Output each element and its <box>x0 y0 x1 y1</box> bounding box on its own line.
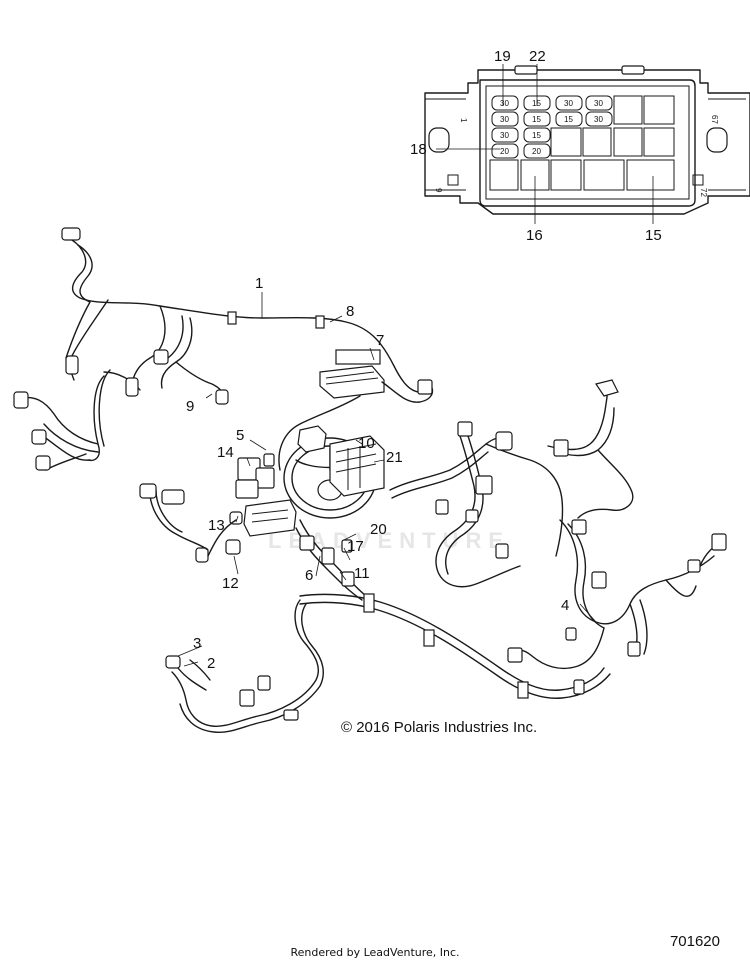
callout-numbers: 1 2 3 4 5 6 7 8 9 10 11 12 13 14 15 16 1… <box>186 48 662 672</box>
callout-22: 22 <box>529 48 546 65</box>
callout-8: 8 <box>346 303 354 320</box>
callout-20: 20 <box>370 521 387 538</box>
callout-6: 6 <box>305 567 313 584</box>
callout-7: 7 <box>376 332 384 349</box>
callout-9: 9 <box>186 398 194 415</box>
callout-18: 18 <box>410 141 427 158</box>
callout-11: 11 <box>354 565 370 582</box>
relay-slots <box>489 95 675 191</box>
fuse-row-3: 30 15 <box>491 127 551 143</box>
diagram-number: 701620 <box>669 933 720 950</box>
callout-1: 1 <box>255 275 263 292</box>
fuse-row-1: 30 15 30 30 <box>491 95 613 111</box>
callout-17: 17 <box>347 538 364 555</box>
fuse-rating: 20 <box>500 147 509 156</box>
fuse-row-2: 30 15 15 30 <box>491 111 613 127</box>
rendered-by-credit: Rendered by LeadVenture, Inc. <box>290 946 460 959</box>
fuse-rating: 30 <box>594 115 603 124</box>
fuse-rating: 30 <box>500 99 509 108</box>
callout-13: 13 <box>208 517 225 534</box>
fuse-box-edge-mark-1: 1 <box>459 118 468 123</box>
callout-15: 15 <box>645 227 662 244</box>
callout-12: 12 <box>222 575 239 592</box>
fuse-rating: 30 <box>500 115 509 124</box>
callout-21: 21 <box>386 449 403 466</box>
fuse-rating: 20 <box>532 147 541 156</box>
fuse-rating: 30 <box>500 131 509 140</box>
callout-14: 14 <box>217 444 234 461</box>
main-wiring-harness <box>13 227 727 734</box>
fuse-rating: 15 <box>532 115 541 124</box>
fuse-row-4: 20 20 <box>491 143 551 159</box>
fuse-box-edge-mark-72: 72 <box>699 188 708 197</box>
fuse-box-edge-mark-9: 9 <box>434 188 443 193</box>
fuse-rating: 15 <box>532 131 541 140</box>
callout-10: 10 <box>358 435 375 452</box>
fuse-rating: 30 <box>594 99 603 108</box>
callout-19: 19 <box>494 48 511 65</box>
callout-3: 3 <box>193 635 201 652</box>
fuse-box-detail: 1 9 67 72 30 15 30 30 30 15 15 30 <box>424 64 750 224</box>
fuse-box-edge-mark-67: 67 <box>710 115 719 124</box>
callout-2: 2 <box>207 655 215 672</box>
callout-16: 16 <box>526 227 543 244</box>
callout-4: 4 <box>561 597 569 614</box>
copyright-notice: © 2016 Polaris Industries Inc. <box>341 719 538 736</box>
fuse-rating: 30 <box>564 99 573 108</box>
callout-5: 5 <box>236 427 244 444</box>
fuse-rating: 15 <box>564 115 573 124</box>
